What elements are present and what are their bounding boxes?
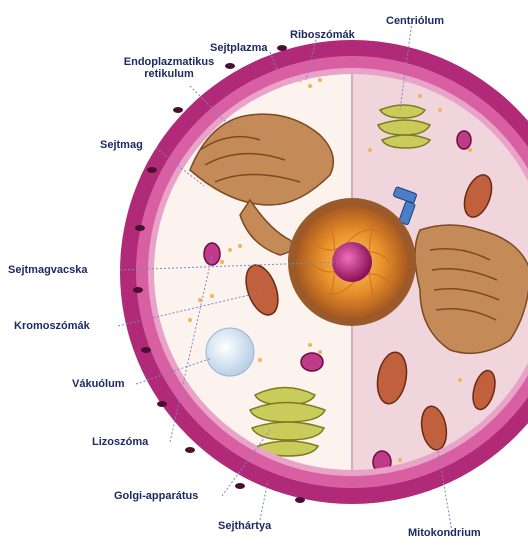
label-vakuolum: Vákuólum xyxy=(72,378,125,390)
label-mitokondrium: Mitokondrium xyxy=(408,527,481,539)
label-golgi-apparatus: Golgi-apparátus xyxy=(114,490,198,502)
label-sejthartya: Sejthártya xyxy=(218,520,271,532)
label-endoplazmatikus-line1: Endoplazmatikus xyxy=(94,56,244,68)
label-kromoszomak: Kromoszómák xyxy=(14,320,90,332)
label-endoplazmatikus: Endoplazmatikus retikulum xyxy=(94,56,244,80)
nucleolus xyxy=(332,242,372,282)
label-sejtplazma: Sejtplazma xyxy=(210,42,267,54)
label-lizoszoma: Lizoszóma xyxy=(92,436,148,448)
label-sejtmagvacska: Sejtmagvacska xyxy=(8,264,88,276)
nucleus xyxy=(288,198,416,326)
label-centriolum: Centriólum xyxy=(386,15,444,27)
label-sejtmag: Sejtmag xyxy=(100,139,143,151)
vacuole xyxy=(206,328,254,376)
label-endoplazmatikus-line2: retikulum xyxy=(94,68,244,80)
golgi-apparatus-top xyxy=(378,105,430,148)
label-riboszomak: Riboszómák xyxy=(290,29,355,41)
